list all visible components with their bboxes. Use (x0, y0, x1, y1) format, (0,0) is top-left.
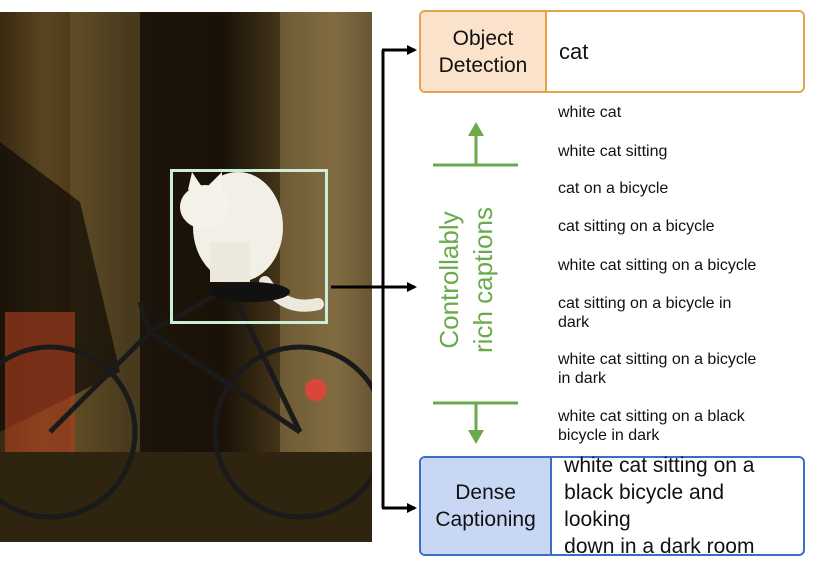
dense-output-line-2: black bicycle and looking (564, 481, 725, 531)
caption-5: white cat sitting on a bicycle (558, 256, 803, 275)
vertical-label-line-2: rich captions (468, 207, 498, 353)
object-detection-box: Object Detection cat (419, 10, 805, 93)
object-detection-label: Object Detection (421, 12, 547, 91)
dense-output-line-1: white cat sitting on a (564, 454, 755, 477)
caption-2-line-1: white cat sitting (558, 143, 668, 160)
caption-6-line-2: dark (558, 314, 590, 331)
caption-1-line-1: white cat (558, 104, 622, 121)
caption-3: cat on a bicycle (558, 179, 803, 198)
detection-bounding-box (170, 169, 328, 324)
caption-5-line-1: white cat sitting on a bicycle (558, 257, 757, 274)
object-detection-output: cat (559, 38, 589, 64)
caption-6: cat sitting on a bicycle in dark (558, 294, 803, 332)
caption-7: white cat sitting on a bicycle in dark (558, 350, 803, 388)
cat-on-bicycle-photo (0, 12, 372, 542)
photo-illustration (0, 12, 372, 542)
caption-8-line-2: bicycle in dark (558, 427, 660, 444)
dense-captioning-box: Dense Captioning white cat sitting on a … (419, 454, 805, 558)
up-arrow-head (468, 122, 484, 136)
dense-captioning-label-line-2: Captioning (435, 508, 536, 531)
vertical-label-line-1: Controllably (434, 211, 464, 349)
caption-8: white cat sitting on a black bicycle in … (558, 407, 803, 445)
dense-output-line-3: down in a dark room (564, 535, 755, 558)
caption-8-line-1: white cat sitting on a black (558, 408, 745, 425)
caption-6-line-1: cat sitting on a bicycle in (558, 295, 732, 312)
dense-captioning-label: Dense Captioning (421, 458, 553, 554)
dense-captioning-output: white cat sitting on a black bicycle and… (552, 454, 803, 558)
caption-3-line-1: cat on a bicycle (558, 180, 669, 197)
caption-4-line-1: cat sitting on a bicycle (558, 218, 715, 235)
object-detection-label-line-1: Object (452, 26, 514, 50)
object-detection-label-line-2: Detection (438, 53, 528, 77)
caption-2: white cat sitting (558, 142, 803, 161)
caption-1: white cat (558, 103, 803, 122)
caption-4: cat sitting on a bicycle (558, 217, 803, 236)
down-arrow-head (468, 430, 484, 444)
caption-7-line-2: in dark (558, 370, 607, 387)
dense-captioning-label-line-1: Dense (455, 481, 516, 504)
caption-7-line-1: white cat sitting on a bicycle (558, 351, 757, 368)
